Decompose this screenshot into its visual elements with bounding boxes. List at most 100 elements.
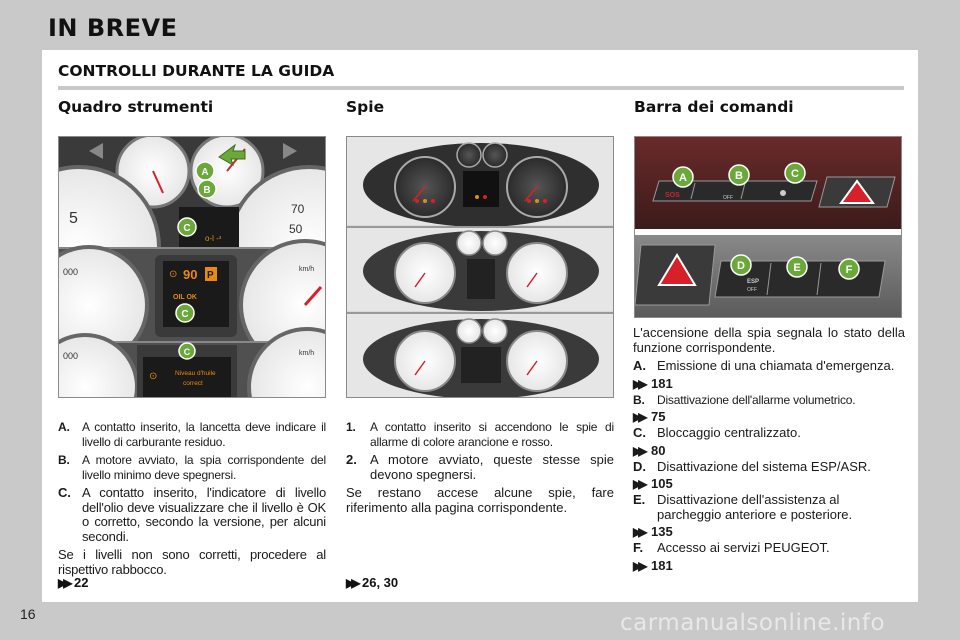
svg-text:OIL OK: OIL OK [173,294,197,301]
warning-lights-text: 1. A contatto inserito si accendono le s… [346,420,614,515]
list-item: B. Disattivazione dell'allarme volumetri… [633,393,905,408]
svg-text:km/h: km/h [299,266,314,273]
paragraph: L'accensione della spia segnala lo stato… [633,325,905,355]
page-reference: 105 [651,476,673,492]
double-arrow-icon: ▶▶ [633,410,647,425]
list-item: 2. A motore avviato, queste stesse spie … [346,452,614,482]
item-text: A motore avviato, la spia corrispondente… [82,453,326,482]
list-item: C. A contatto inserito, l'indicatore di … [58,485,326,544]
page-reference: 22 [74,575,89,590]
item-text: A contatto inserito si accendono le spie… [370,420,614,449]
svg-text:Niveau d'huile: Niveau d'huile [175,370,216,377]
item-label: B. [58,453,70,467]
item-text: Accesso ai servizi PEUGEOT. [657,540,830,555]
svg-text:correct: correct [183,380,203,387]
column-title-barra-comandi: Barra dei comandi [634,98,794,116]
page-header-title: IN BREVE [48,14,178,42]
svg-text:D: D [737,260,745,272]
list-item: A. Emissione di una chiamata d'emergenza… [633,358,905,374]
svg-text:OFF: OFF [747,287,757,293]
svg-text:F: F [846,264,853,276]
list-item: A. A contatto inserito, la lancetta deve… [58,420,326,449]
list-item: F. Accesso ai servizi PEUGEOT. [633,540,905,556]
command-bar-photo: SOS A B C OFF ESP OFF D E F [634,136,902,318]
svg-text:000: 000 [63,267,78,277]
instrument-cluster-photo: 5 70 50 A B C o-l -ᵌ ⊙ 90 P OIL OK C km/… [58,136,326,398]
svg-text:C: C [791,168,799,180]
list-item: E. Disattivazione dell'assistenza al par… [633,492,905,522]
column-title-quadro-strumenti: Quadro strumenti [58,98,214,116]
svg-text:OFF: OFF [723,195,733,201]
double-arrow-icon: ▶▶ [58,575,72,590]
paragraph: Se i livelli non sono corretti, proceder… [58,547,326,577]
page-reference-link[interactable]: ▶▶ 80 [633,443,905,460]
item-text: Emissione di una chiamata d'emergenza. [657,358,895,373]
page-reference-link[interactable]: ▶▶ 105 [633,476,905,493]
item-label: A. [58,420,70,434]
instrument-panel-text: A. A contatto inserito, la lancetta deve… [58,420,326,577]
watermark: carmanualsonline.info [620,610,886,636]
svg-text:5: 5 [69,210,78,227]
svg-text:ESP: ESP [747,279,759,285]
command-bar-text: L'accensione della spia segnala lo stato… [633,325,905,575]
page-reference: 80 [651,442,666,458]
svg-text:SOS: SOS [665,192,680,199]
list-item: B. A motore avviato, la spia corrisponde… [58,453,326,482]
item-label: F. [633,540,644,555]
svg-text:B: B [735,170,743,182]
paragraph: Se restano accese alcune spie, fare rife… [346,485,614,515]
page-number: 16 [20,606,36,622]
page-reference-link[interactable]: ▶▶ 135 [633,524,905,541]
item-text: Bloccaggio centralizzato. [657,425,801,440]
svg-text:E: E [793,262,800,274]
svg-text:km/h: km/h [299,350,314,357]
page-reference-link[interactable]: ▶▶ 181 [633,558,905,575]
svg-text:⊙: ⊙ [149,371,157,382]
item-text: Disattivazione del sistema ESP/ASR. [657,458,871,474]
svg-text:A: A [679,172,687,184]
item-label: B. [633,392,645,407]
svg-text:70: 70 [291,202,305,216]
svg-text:C: C [181,309,188,320]
double-arrow-icon: ▶▶ [346,575,360,590]
page-reference-link[interactable]: ▶▶ 22 [58,575,88,590]
page-reference: 181 [651,557,673,573]
item-label: C. [58,485,71,500]
item-text: A contatto inserito, l'indicatore di liv… [82,485,326,544]
item-text: A motore avviato, queste stesse spie dev… [370,452,614,482]
dashboard-warning-lights-photo [346,136,614,398]
page-reference-link[interactable]: ▶▶ 26, 30 [346,575,398,590]
list-item: C. Bloccaggio centralizzato. [633,425,905,441]
page-reference-link[interactable]: ▶▶ 75 [633,409,905,426]
page-reference: 26, 30 [362,575,399,590]
item-label: C. [633,425,646,440]
item-label: 2. [346,452,357,467]
list-item: 1. A contatto inserito si accendono le s… [346,420,614,449]
item-label: D. [633,458,646,474]
page-reference-link[interactable]: ▶▶ 181 [633,376,905,393]
svg-text:o-l -ᵌ: o-l -ᵌ [205,234,222,243]
double-arrow-icon: ▶▶ [633,443,647,458]
svg-text:B: B [203,185,210,196]
svg-text:C: C [184,347,191,357]
svg-text:A: A [201,167,208,178]
svg-text:⊙: ⊙ [169,269,177,280]
column-title-spie: Spie [346,98,385,116]
page-reference: 135 [651,524,673,540]
page-reference: 181 [651,375,673,391]
item-text: Disattivazione dell'assistenza al parche… [657,492,853,522]
svg-text:C: C [183,223,190,234]
double-arrow-icon: ▶▶ [633,558,647,573]
double-arrow-icon: ▶▶ [633,525,647,540]
svg-text:90: 90 [183,267,197,282]
section-divider [58,86,904,90]
header-band [0,0,960,50]
item-label: E. [633,492,646,507]
section-title: CONTROLLI DURANTE LA GUIDA [58,62,335,80]
item-label: A. [633,358,646,373]
svg-text:P: P [207,270,214,281]
svg-text:000: 000 [63,351,78,361]
double-arrow-icon: ▶▶ [633,477,647,492]
item-text: A contatto inserito, la lancetta deve in… [82,420,326,449]
page-reference: 75 [651,409,666,425]
